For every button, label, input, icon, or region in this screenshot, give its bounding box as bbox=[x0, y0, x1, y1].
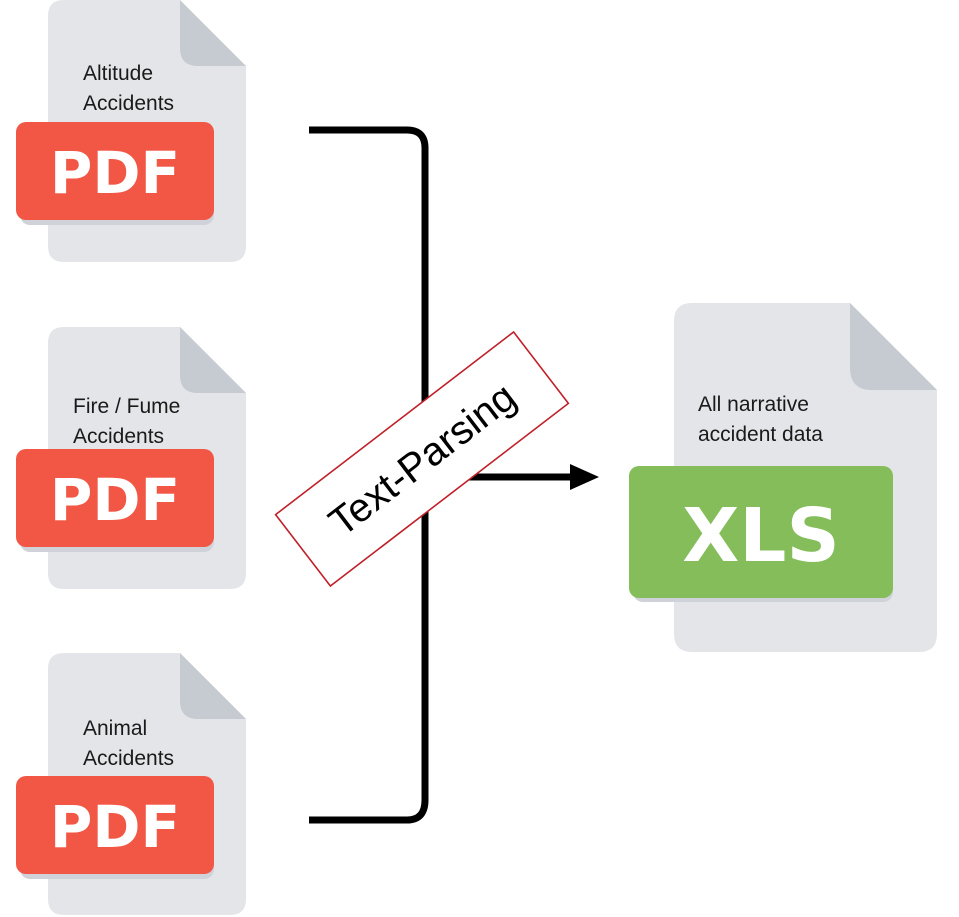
source-label: Altitude Accidents bbox=[83, 62, 174, 115]
pdf-badge-text: PDF bbox=[50, 793, 180, 861]
pdf-badge-text: PDF bbox=[50, 466, 180, 534]
xls-document-icon: XLS All narrative accident data bbox=[629, 303, 937, 652]
pdf-document-icon: PDF Altitude Accidents bbox=[16, 0, 246, 262]
output-label: All narrative accident data bbox=[698, 393, 823, 446]
source-label-line: Accidents bbox=[83, 747, 174, 770]
output-label-line: All narrative bbox=[698, 393, 809, 416]
source-label-line: Fire / Fume bbox=[73, 395, 180, 418]
xls-badge-text: XLS bbox=[682, 493, 840, 579]
source-label-line: Accidents bbox=[73, 425, 164, 448]
source-label-line: Animal bbox=[83, 717, 147, 740]
source-label-line: Accidents bbox=[83, 92, 174, 115]
pdf-document-icon: PDF Fire / Fume Accidents bbox=[16, 327, 246, 589]
source-label: Animal Accidents bbox=[83, 717, 174, 770]
pdf-document-icon: PDF Animal Accidents bbox=[16, 653, 246, 915]
pdf-badge-text: PDF bbox=[50, 139, 180, 207]
source-label: Fire / Fume Accidents bbox=[73, 395, 186, 448]
output-label-line: accident data bbox=[698, 423, 823, 446]
source-label-line: Altitude bbox=[83, 62, 153, 85]
